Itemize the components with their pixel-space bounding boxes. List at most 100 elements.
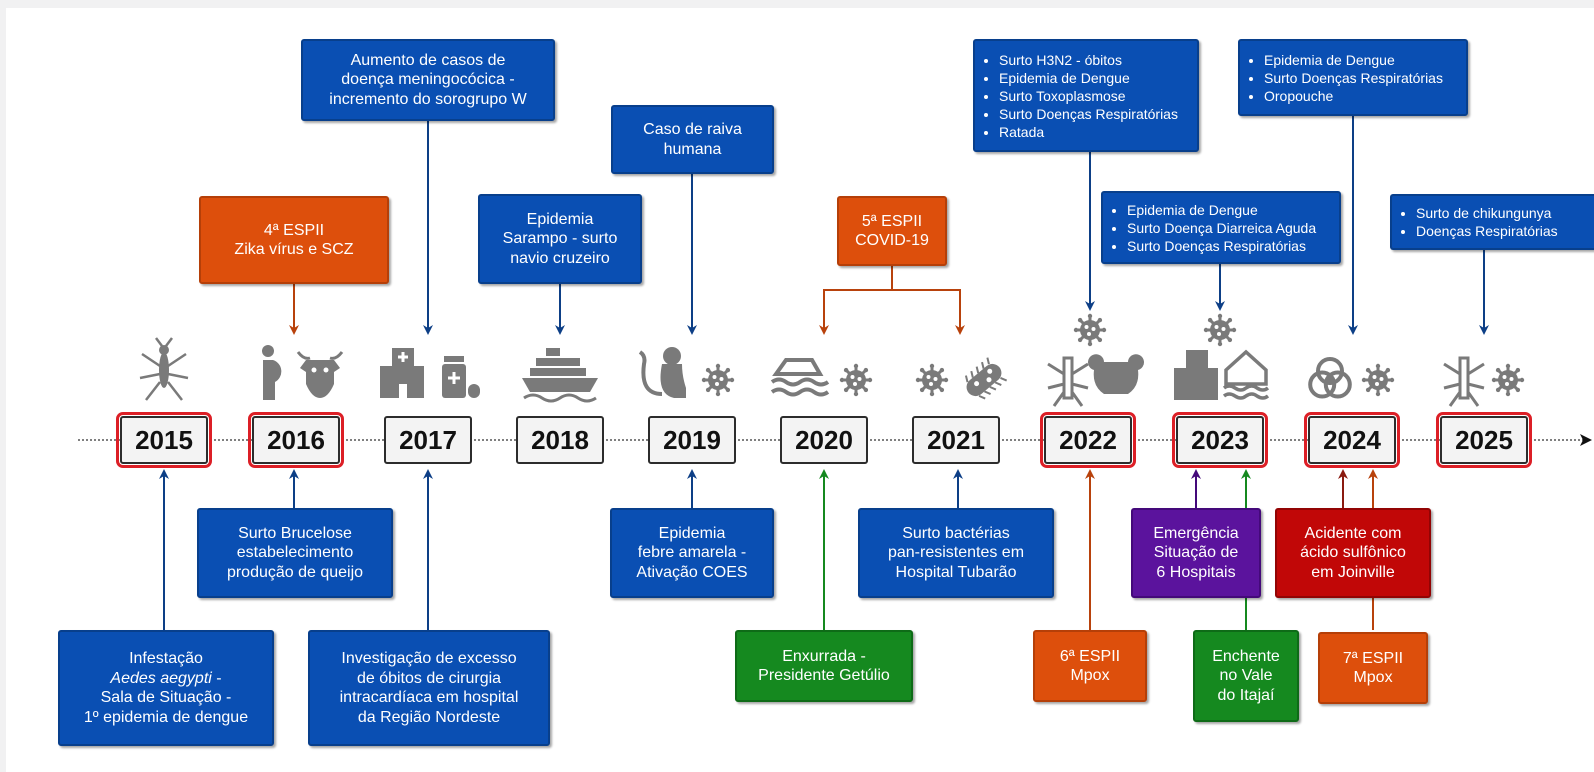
monkey-icon xyxy=(638,347,686,398)
event-2020-covid-espii: 5ª ESPII COVID-19 xyxy=(837,196,947,266)
event-text: Hospital Tubarão xyxy=(895,563,1017,581)
event-2022-mpox-espii: 6ª ESPII Mpox xyxy=(1033,630,1147,702)
list-item: Ratada xyxy=(999,123,1178,141)
list-item: Surto Toxoplasmose xyxy=(999,87,1178,105)
event-text: Infestação xyxy=(129,650,203,667)
mosquito-icon xyxy=(1047,356,1089,407)
event-text: Sala de Situação - xyxy=(100,689,232,706)
event-text: no Vale xyxy=(1219,667,1273,685)
flooded-house-icon xyxy=(1222,349,1270,400)
virus-icon xyxy=(1491,363,1525,397)
event-2024-mpox-espii: 7ª ESPII Mpox xyxy=(1318,632,1428,704)
mosquito-icon xyxy=(1443,356,1485,407)
year-2022: 2022 xyxy=(1040,412,1136,468)
event-2023-list: Epidemia de Dengue Surto Doença Diarreic… xyxy=(1101,191,1341,264)
event-2015-aedes: Infestação Aedes aegypti - Sala de Situa… xyxy=(58,630,274,746)
year-2025: 2025 xyxy=(1436,412,1532,468)
mosquito-icon xyxy=(139,337,189,401)
virus-icon xyxy=(701,363,735,397)
rat-icon xyxy=(1088,354,1144,394)
event-2022-list: Surto H3N2 - óbitos Epidemia de Dengue S… xyxy=(973,39,1199,152)
biohazard-icon xyxy=(1308,357,1352,399)
event-text: Aumento de casos de xyxy=(350,51,506,69)
list-item: Surto de chikungunya xyxy=(1416,204,1558,222)
event-text: intracardíaca em hospital xyxy=(339,689,519,706)
year-2015: 2015 xyxy=(116,412,212,468)
list-item: Surto Doença Diarreica Aguda xyxy=(1127,219,1316,237)
event-2020-flood: Enxurrada - Presidente Getúlio xyxy=(735,630,913,702)
event-text: Epidemia xyxy=(526,210,594,228)
event-text: ácido sulfônico xyxy=(1300,544,1406,562)
event-text: do Itajaí xyxy=(1217,686,1275,704)
event-text: Enchente xyxy=(1212,647,1280,665)
event-text: humana xyxy=(663,140,722,158)
event-text: Mpox xyxy=(1070,667,1110,684)
cruise-ship-icon xyxy=(522,348,598,403)
year-2021: 2021 xyxy=(912,416,1000,464)
event-text: 1º epidemia de dengue xyxy=(83,708,249,726)
event-text: Mpox xyxy=(1353,669,1393,686)
event-2024-list: Epidemia de Dengue Surto Doenças Respira… xyxy=(1238,39,1468,116)
timeline-canvas: 2015 2016 2017 2018 2019 2020 2021 2022 … xyxy=(6,8,1594,772)
event-text: febre amarela - xyxy=(637,544,747,562)
event-2017-meningococcal: Aumento de casos de doença meningocócica … xyxy=(301,39,555,121)
event-text: navio cruzeiro xyxy=(510,249,610,267)
event-text: 6ª ESPII xyxy=(1059,647,1121,665)
event-text: doença meningocócica - xyxy=(341,71,515,89)
event-text: da Região Nordeste xyxy=(357,708,501,726)
event-text: 4ª ESPII xyxy=(263,221,325,239)
event-text: Investigação de excesso xyxy=(341,650,517,667)
event-2017-cardiac-deaths: Investigação de excesso de óbitos de ciru… xyxy=(308,630,550,746)
list-item: Oropouche xyxy=(1264,87,1443,105)
event-text: Acidente com xyxy=(1304,524,1402,542)
virus-icon xyxy=(839,363,873,397)
event-text: Emergência xyxy=(1153,524,1239,542)
year-2018: 2018 xyxy=(516,416,604,464)
event-text: em Joinville xyxy=(1311,563,1395,581)
event-text: produção de queijo xyxy=(226,563,364,581)
event-text: de óbitos de cirurgia xyxy=(356,669,502,687)
event-text: Presidente Getúlio xyxy=(758,667,890,684)
event-text: 7ª ESPII xyxy=(1342,649,1404,667)
hospital-icon xyxy=(380,348,424,398)
event-text: Sarampo - surto xyxy=(502,230,618,248)
virus-icon xyxy=(1361,363,1395,397)
event-text: Aedes aegypti - xyxy=(66,669,266,689)
event-text: Surto Brucelose xyxy=(238,524,352,542)
year-2019: 2019 xyxy=(648,416,736,464)
species-name: Aedes aegypti xyxy=(110,669,212,687)
list-item: Surto Doenças Respiratórias xyxy=(1127,237,1316,255)
event-text: Epidemia xyxy=(658,524,726,542)
list-item: Epidemia de Dengue xyxy=(999,69,1178,87)
list-item: Surto H3N2 - óbitos xyxy=(999,51,1178,69)
year-2020: 2020 xyxy=(780,416,868,464)
virus-icon xyxy=(915,363,949,397)
list-item: Surto Doenças Respiratórias xyxy=(999,105,1178,123)
virus-icon xyxy=(1073,313,1107,347)
list-item: Epidemia de Dengue xyxy=(1264,51,1443,69)
medicine-icon xyxy=(442,356,480,398)
event-text: Enxurrada - xyxy=(782,647,866,665)
list-item: Surto Doenças Respiratórias xyxy=(1264,69,1443,87)
year-2023: 2023 xyxy=(1172,412,1268,468)
event-text: 6 Hospitais xyxy=(1156,563,1236,581)
cow-icon xyxy=(296,351,344,398)
event-text: Surto bactérias xyxy=(902,524,1010,542)
list-item: Epidemia de Dengue xyxy=(1127,201,1316,219)
event-text: pan-resistentes em xyxy=(887,544,1025,562)
connector-lines xyxy=(78,116,1592,630)
event-text: Situação de xyxy=(1153,544,1239,562)
year-2017: 2017 xyxy=(384,416,472,464)
event-text: 5ª ESPII xyxy=(861,212,923,230)
year-2016: 2016 xyxy=(248,412,344,468)
event-text: COVID-19 xyxy=(855,232,929,249)
event-text: incremento do sorogrupo W xyxy=(329,90,527,108)
